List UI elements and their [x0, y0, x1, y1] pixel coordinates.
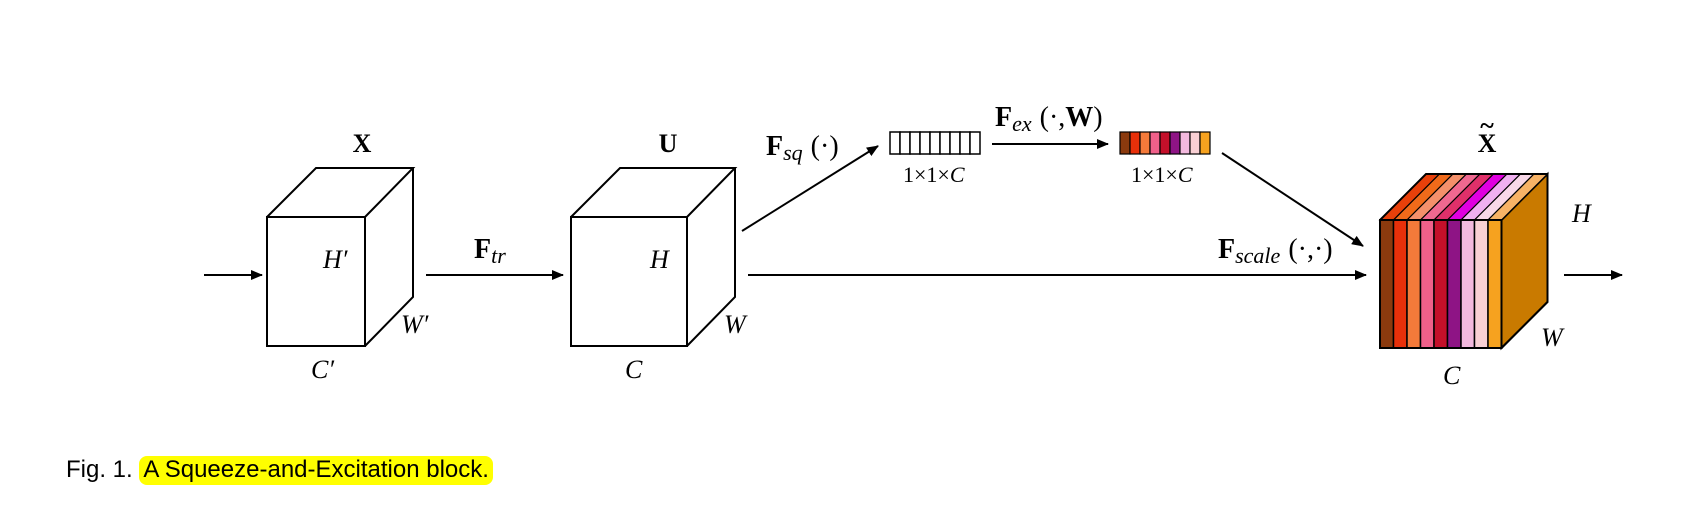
output-cube-channel-stripe: [1379, 219, 1395, 349]
output-cube-channel-stripe: [1446, 219, 1462, 349]
excited-vector-cell: [1139, 131, 1151, 155]
excited-vector-cell: [1159, 131, 1171, 155]
output-tensor-cube: [1378, 171, 1549, 351]
output-tensor-tilde: ~: [1480, 111, 1494, 140]
squeezed-vector-cell: [949, 131, 961, 155]
output-height-label: H: [1571, 199, 1592, 228]
input-tensor-cube: [266, 167, 416, 347]
excitation-op-label: Fex(·,W): [995, 102, 1103, 136]
output-cube-channel-stripe: [1473, 219, 1489, 349]
squeezed-vector-cell: [939, 131, 951, 155]
excited-vector-cell: [1169, 131, 1181, 155]
excited-vector-cell: [1119, 131, 1131, 155]
squeeze-arrow: [741, 145, 879, 232]
output-cube-channel-stripe: [1419, 219, 1435, 349]
figure-caption-prefix: Fig. 1.: [66, 456, 133, 483]
squeeze-op-label: Fsq(·): [766, 131, 839, 165]
squeezed-vector-cell: [959, 131, 971, 155]
excited-vector-cell: [1179, 131, 1191, 155]
excited-vector-cell: [1149, 131, 1161, 155]
output-cube-channel-stripe: [1406, 219, 1422, 349]
squeezed-vector-cell: [909, 131, 921, 155]
output-cube-channel-stripe: [1433, 219, 1449, 349]
figure-caption-text: A Squeeze-and-Excitation block.: [139, 456, 493, 485]
scale-op-label: Fscale(·,·): [1218, 234, 1333, 268]
transformed-tensor-title: U: [659, 129, 678, 158]
input-tensor-title: X: [353, 129, 372, 158]
figure-caption: Fig. 1. A Squeeze-and-Excitation block.: [66, 456, 493, 485]
output-channel-label: C: [1443, 361, 1461, 390]
input-width-label: W′: [401, 310, 429, 339]
squeezed-vector-dims: 1×1×C: [903, 162, 965, 187]
transformed-width-label: W: [724, 310, 748, 339]
output-width-label: W: [1541, 323, 1565, 352]
squeezed-vector-cell: [899, 131, 911, 155]
output-cube-channel-stripe: [1487, 219, 1503, 349]
squeezed-vector-cell: [919, 131, 931, 155]
squeezed-vector-cell: [969, 131, 981, 155]
transformed-height-label: H: [649, 245, 670, 274]
transform-op-label: Ftr: [474, 234, 506, 268]
transformed-tensor-cube: [570, 167, 738, 347]
transformed-channel-label: C: [625, 355, 643, 384]
output-cube-outline: [1379, 173, 1549, 349]
excited-vector-dims: 1×1×C: [1131, 162, 1193, 187]
squeezed-vector-cell: [929, 131, 941, 155]
input-height-label: H′: [322, 245, 348, 274]
scale-weights-arrow: [1221, 152, 1364, 247]
input-channel-label: C′: [311, 355, 334, 384]
output-cube-channel-stripe: [1392, 219, 1408, 349]
excited-vector-cell: [1129, 131, 1141, 155]
excited-vector-cell: [1199, 131, 1211, 155]
excited-vector-cell: [1189, 131, 1201, 155]
squeezed-vector-cell: [889, 131, 901, 155]
output-tensor-title: X: [1478, 129, 1497, 158]
output-cube-channel-stripe: [1460, 219, 1476, 349]
squeezed-channel-vector: [889, 131, 981, 155]
excited-channel-vector: [1119, 131, 1211, 155]
